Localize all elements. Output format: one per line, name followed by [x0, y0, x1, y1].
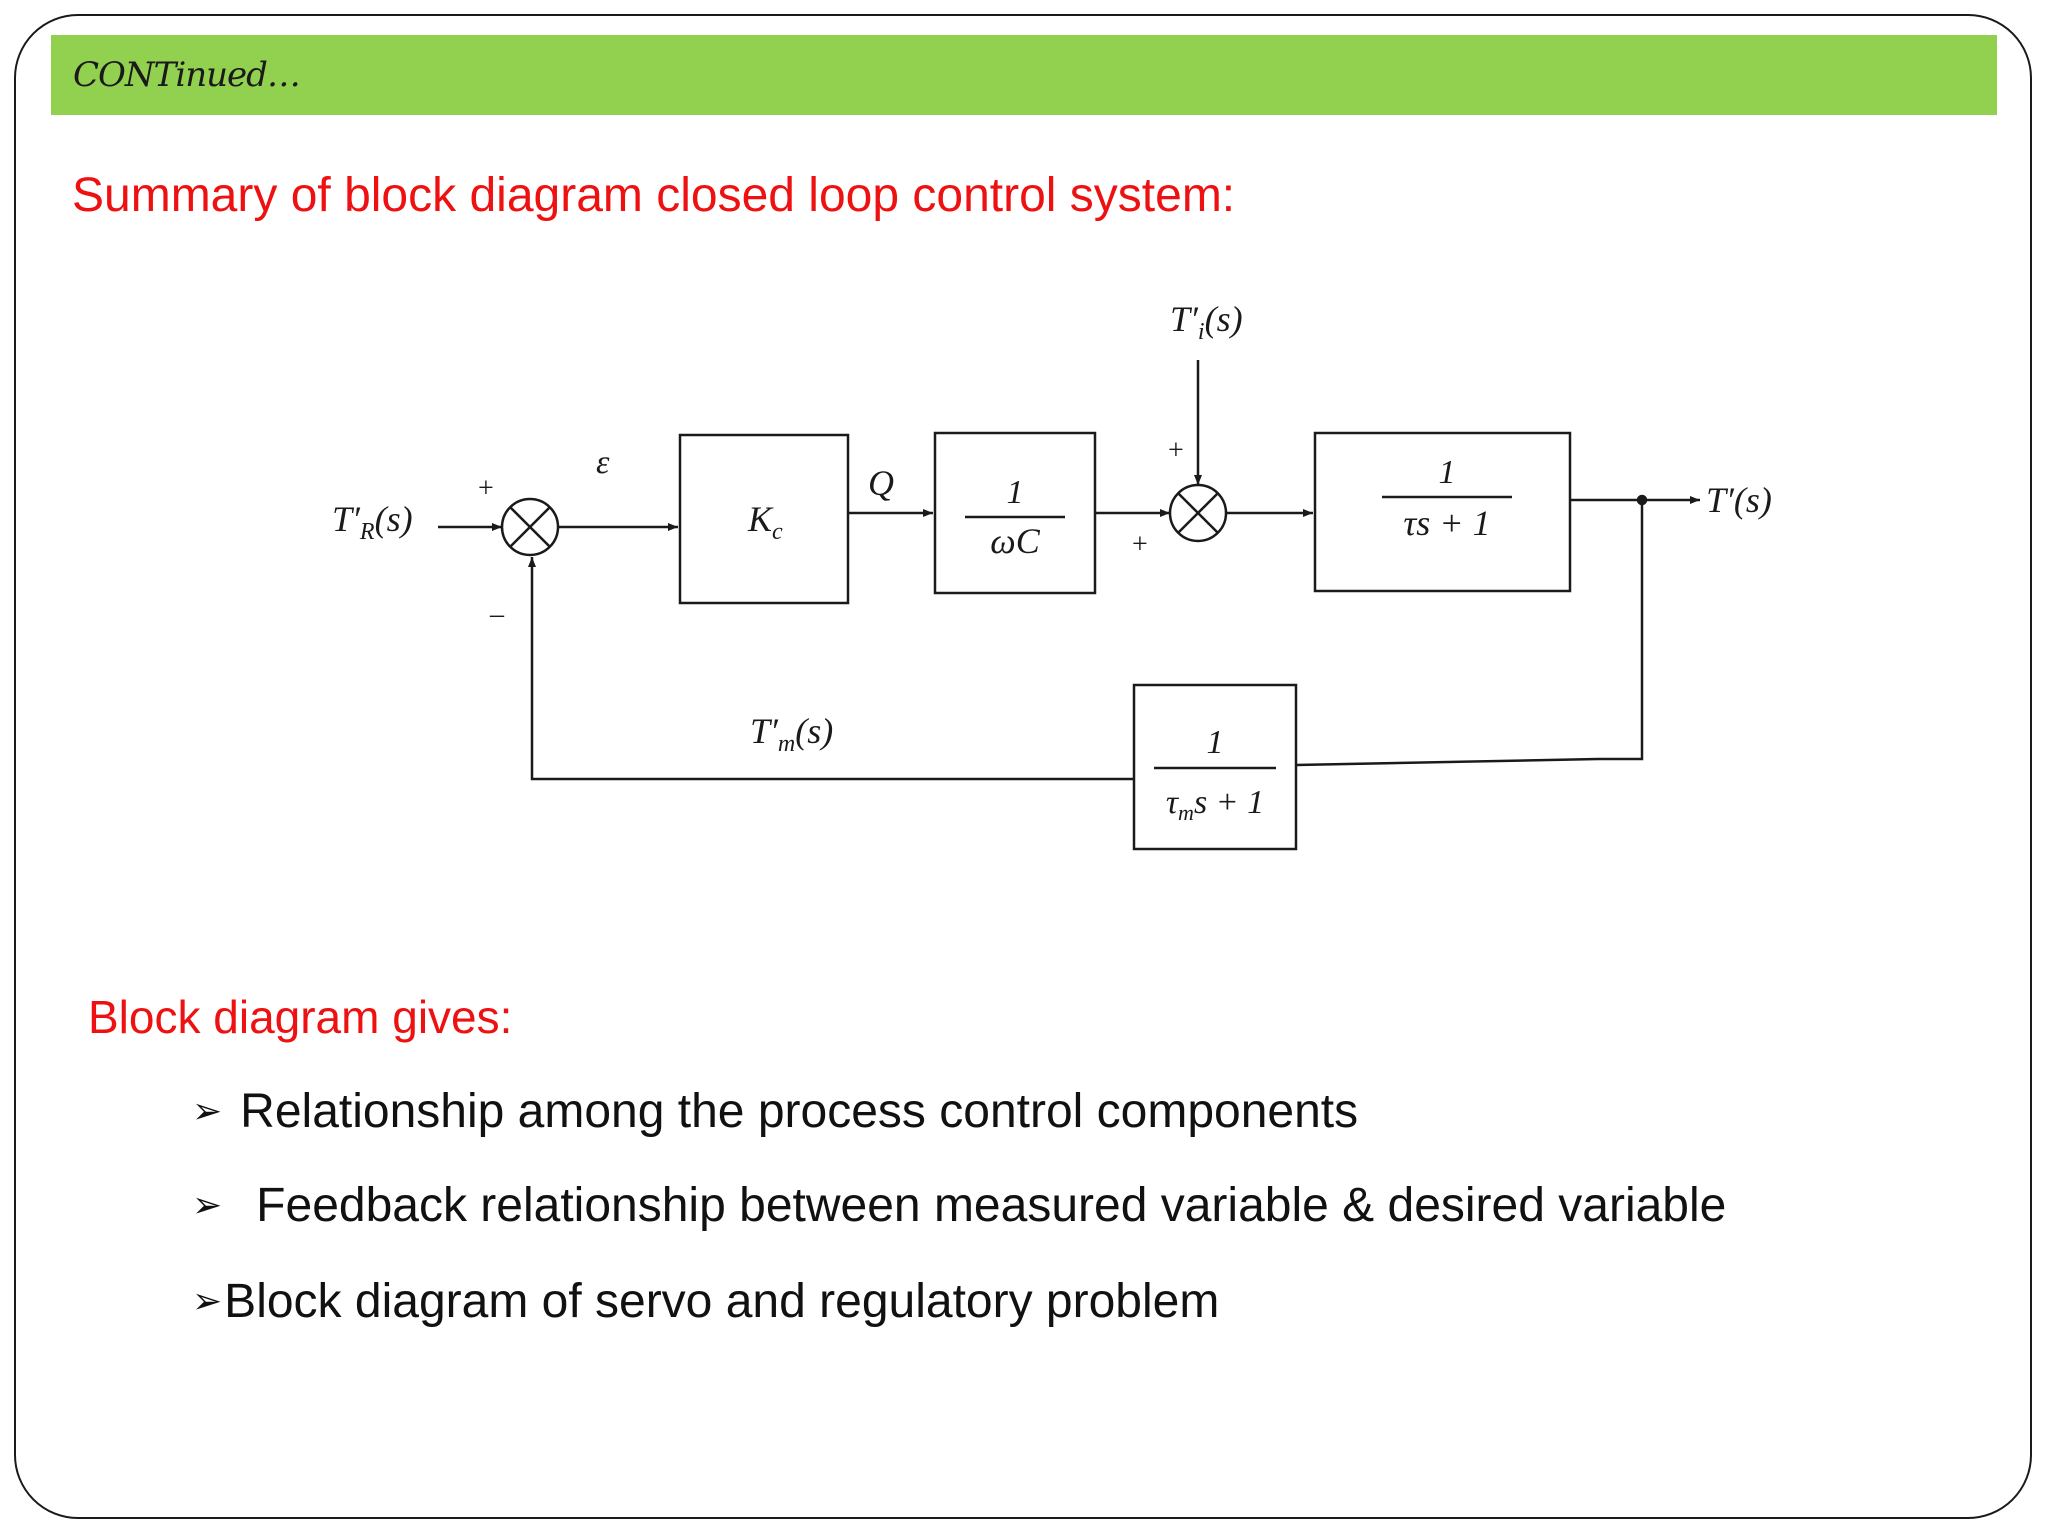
valve-block [933, 431, 1097, 595]
feedback-label: T′m(s) [750, 711, 833, 757]
block-diagram: T′R(s) + – ε Kc Q 1 ωC + + T′i(s) 1 τs +… [332, 299, 1772, 851]
output-label: T′(s) [1706, 480, 1772, 520]
sum2-top-plus-sign: + [1168, 435, 1184, 466]
arrowhead-bullet-icon: ➢ [192, 1091, 223, 1132]
feedback-path-left [528, 557, 1134, 781]
sum2-left-plus-sign: + [1132, 529, 1148, 560]
feedback-path-right [1598, 500, 1644, 761]
controller-label: Kc [747, 499, 783, 545]
bullet-text-2: Feedback relationship between measured v… [256, 1179, 1727, 1232]
sum1-plus-sign: + [478, 473, 494, 504]
summing-junction-1 [500, 497, 560, 557]
header-title: CONTinued… [73, 55, 301, 95]
bullet-item-2: ➢ Feedback relationship between measured… [192, 1178, 1726, 1233]
valve-denominator: ωC [990, 521, 1040, 561]
sensor-block [1132, 683, 1298, 851]
valve-numerator: 1 [1007, 474, 1024, 511]
q-label: Q [868, 463, 894, 503]
process-block [1313, 431, 1572, 593]
sensor-numerator: 1 [1207, 724, 1224, 761]
bullet-item-1: ➢ Relationship among the process control… [192, 1084, 1358, 1139]
slide-frame [14, 14, 2032, 1519]
disturbance-label: T′i(s) [1170, 299, 1243, 345]
controller-block [678, 433, 850, 605]
arrowhead-bullet-icon: ➢ [192, 1185, 223, 1226]
summary-title: Summary of block diagram closed loop con… [72, 169, 1236, 222]
header-band: CONTinued… [51, 35, 1997, 115]
error-label: ε [596, 444, 610, 481]
bullet-item-3: ➢ Block diagram of servo and regulatory … [192, 1274, 1219, 1329]
sensor-denominator: τms + 1 [1166, 784, 1264, 825]
bullet-text-3: Block diagram of servo and regulatory pr… [224, 1275, 1220, 1328]
process-numerator: 1 [1439, 454, 1456, 491]
summing-junction-2 [1168, 483, 1228, 543]
feedback-into-sensor [1295, 757, 1599, 767]
bullet-text-1: Relationship among the process control c… [240, 1085, 1359, 1138]
arrowhead-bullet-icon: ➢ [192, 1281, 223, 1322]
gives-title: Block diagram gives: [88, 991, 513, 1043]
process-denominator: τs + 1 [1403, 503, 1490, 543]
input-label: T′R(s) [332, 499, 413, 545]
sum1-minus-sign: – [489, 599, 505, 630]
